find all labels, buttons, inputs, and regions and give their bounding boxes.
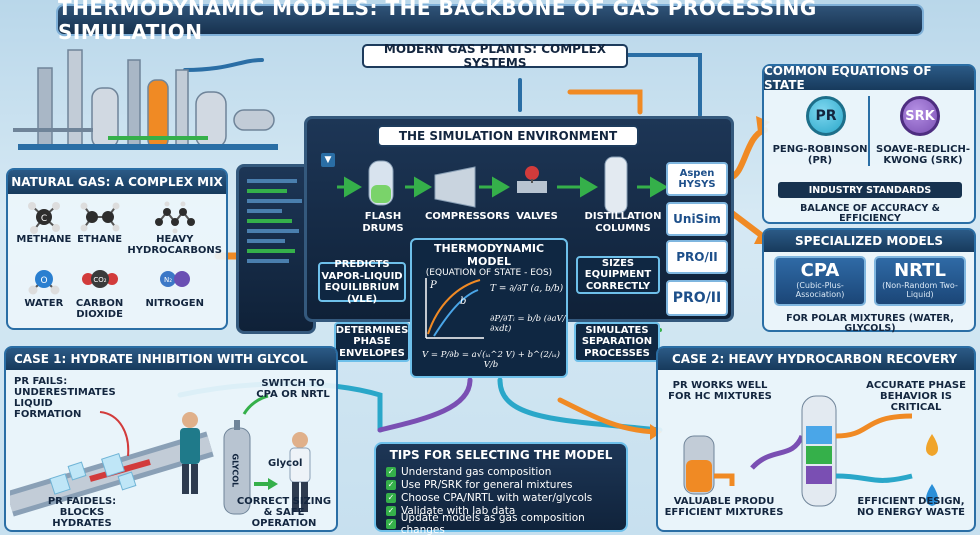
component-label: HEAVY HYDROCARBONS [127, 234, 223, 256]
natural-gas-heading: NATURAL GAS: A COMPLEX MIX [8, 170, 226, 194]
tips-box: TIPS FOR SELECTING THE MODEL ✓Understand… [374, 442, 628, 535]
pro-ii-logo: PRO/II [666, 240, 728, 274]
co2-molecule-icon: CO₂ [81, 270, 118, 288]
cpa-title: CPA [800, 260, 840, 281]
component-label: WATER [24, 298, 64, 309]
correct-sizing-label: CORRECT SIZING & SAFE OPERATION [236, 496, 332, 529]
pr-badge: PR [806, 96, 846, 136]
water-molecule-icon: O [28, 270, 60, 295]
nrtl-subtitle: (Non-Random Two-Liquid) [882, 281, 958, 299]
case2-heading: CASE 2: HEAVY HYDROCARBON RECOVERY [658, 348, 974, 370]
page-title: THERMODYNAMIC MODELS: THE BACKBONE OF GA… [56, 0, 924, 44]
tip-item: ✓Choose CPA/NRTL with water/glycols [386, 491, 593, 504]
unit-label-valves: VALVES [516, 211, 558, 222]
equation-3: V = P/∂b = a√(ᵢₐ^2 V) + b^(2/ᵢₐ) V/b [422, 350, 560, 370]
common-eos-panel: COMMON EQUATIONS OF STATE PR SRK PENG-RO… [762, 64, 976, 224]
hc-recovery-illustration [683, 395, 938, 507]
check-icon: ✓ [386, 505, 396, 516]
specialized-models-panel: SPECIALIZED MODELS CPA (Cubic-Plus-Assoc… [762, 228, 976, 335]
tip-item: ✓Validate with lab data [386, 504, 516, 517]
ethane-molecule-icon [80, 202, 120, 232]
component-heavy-hydrocarbons: HEAVY HYDROCARBONS [127, 200, 222, 262]
equation-1: T = ∂/∂T (a, b/b) [490, 284, 564, 294]
co2-glyph: CO₂ [93, 276, 106, 284]
check-icon: ✓ [386, 466, 396, 477]
cpa-subtitle: (Cubic-Plus-Association) [795, 281, 845, 299]
component-ethane: ETHANE [72, 200, 128, 262]
simulation-heading: THE SIMULATION ENVIRONMENT [377, 125, 639, 147]
tip-item: ✓Use PR/SRK for general mixtures [386, 478, 573, 491]
accurate-phase-label: ACCURATE PHASE BEHAVIOR IS CRITICAL [866, 380, 966, 413]
axis-p-label: P [429, 280, 437, 291]
nrtl-card: NRTL (Non-Random Two-Liquid) [874, 256, 966, 306]
callout-predicts-vle: PREDICTS VAPOR-LIQUID EQUILIBRIUM (VLE) [318, 259, 406, 305]
nitrogen-molecule-icon: N₂ [159, 271, 190, 287]
unit-label-distillation-columns: DISTILLATION COLUMNS [584, 211, 662, 234]
methane-glyph: C [41, 214, 47, 224]
pr-fails-hydrates-label: PR FAIDELS: BLOCKS HYDRATES [47, 496, 117, 529]
cpa-card: CPA (Cubic-Plus-Association) [774, 256, 866, 306]
component-label: METHANE [16, 234, 72, 245]
component-label: CARBON DIOXIDE [75, 298, 124, 320]
pro-ii-logo-large: PRO/II [666, 280, 728, 316]
tip-item: ✓Update models as gas composition change… [386, 511, 585, 535]
unisim-logo: UniSim [666, 202, 728, 236]
aspen-hysys-logo: Aspen HYSYS [666, 162, 728, 196]
callout-determines-phase: DETERMINES PHASE ENVELOPES [334, 322, 410, 362]
check-icon: ✓ [386, 492, 396, 503]
unit-label-flash-drums: FLASH DRUMS [362, 211, 404, 234]
nitrogen-glyph: N₂ [164, 276, 172, 284]
check-icon: ✓ [386, 479, 396, 490]
heavy-hydrocarbon-molecule-icon [154, 201, 195, 234]
unit-flow-diagram [337, 156, 667, 214]
efficient-design-label: EFFICIENT DESIGN, NO ENERGY WASTE [857, 496, 965, 518]
srk-badge: SRK [900, 96, 940, 136]
component-label: ETHANE [77, 234, 123, 245]
nrtl-title: NRTL [894, 260, 946, 281]
hydrate-pipeline-illustration [10, 394, 311, 517]
industry-standards-bar: INDUSTRY STANDARDS [778, 182, 962, 198]
filter-icon[interactable]: ▼ [321, 153, 335, 167]
component-water: O WATER [16, 264, 72, 326]
polar-mixtures-note: FOR POLAR MIXTURES (WATER, GLYCOLS) [786, 313, 954, 335]
pr-label: PENG-ROBINSON (PR) [772, 144, 868, 166]
model-heading: THERMODYNAMIC MODEL [433, 242, 545, 268]
modern-plants-label: MODERN GAS PLANTS: COMPLEX SYSTEMS [362, 42, 628, 70]
valuable-products-label: VALUABLE PRODU EFFICIENT MIXTURES [664, 496, 784, 518]
glycol-label: Glycol [268, 458, 303, 469]
pr-works-label: PR WORKS WELL FOR HC MIXTURES [668, 380, 772, 402]
switch-model-label: SWITCH TO CPA OR NRTL [256, 378, 330, 400]
check-icon: ✓ [386, 518, 396, 529]
equation-2: ∂P/∂Tᵢ = b/b (∂aV/∂xdt) [490, 314, 566, 334]
tips-heading: TIPS FOR SELECTING THE MODEL [389, 448, 613, 462]
pv-curve-chart: P b [425, 278, 484, 339]
balance-label: BALANCE OF ACCURACY & EFFICIENCY [800, 203, 940, 225]
methane-molecule-icon: C [27, 202, 60, 234]
specialized-heading: SPECIALIZED MODELS [764, 230, 974, 252]
unit-label-compressors: COMPRESSORS [425, 211, 511, 222]
glycol-tank-label: GLYCOL [230, 453, 240, 488]
pr-fails-liquid-label: PR FAILS: UNDERESTIMATES LIQUID FORMATIO… [14, 376, 116, 420]
common-eos-heading: COMMON EQUATIONS OF STATE [764, 64, 974, 92]
water-glyph: O [40, 276, 47, 286]
case1-panel: CASE 1: HYDRATE INHIBITION WITH GLYCOL P… [4, 346, 338, 532]
case2-panel: CASE 2: HEAVY HYDROCARBON RECOVERY PR WO… [656, 346, 976, 532]
component-carbon-dioxide: CO₂ CARBON DIOXIDE [72, 264, 128, 326]
curve-b-label: b [460, 296, 466, 307]
component-label: NITROGEN [145, 298, 204, 309]
callout-simulates-separation: SIMULATES SEPARATION PROCESSES [574, 322, 660, 362]
natural-gas-panel: NATURAL GAS: A COMPLEX MIX C METHANE ETH… [6, 168, 228, 330]
case1-heading: CASE 1: HYDRATE INHIBITION WITH GLYCOL [6, 348, 336, 370]
callout-sizes-equipment: SIZES EQUIPMENT CORRECTLY [576, 256, 660, 294]
model-subheading: (EQUATION OF STATE - EOS) [425, 268, 553, 279]
tip-item: ✓Understand gas composition [386, 465, 552, 478]
gas-plant-illustration [13, 49, 278, 150]
component-methane: C METHANE [16, 200, 72, 262]
component-nitrogen: N₂ NITROGEN [127, 264, 222, 326]
thermodynamic-model-panel: THERMODYNAMIC MODEL (EQUATION OF STATE -… [410, 238, 568, 378]
srk-label: SOAVE-REDLICH-KWONG (SRK) [876, 144, 970, 166]
